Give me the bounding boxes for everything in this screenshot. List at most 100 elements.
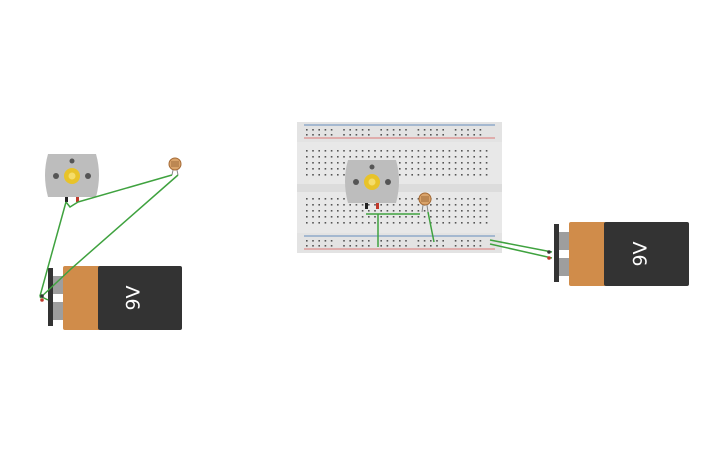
breadboard-hole	[399, 174, 401, 176]
motor-lead-red	[76, 197, 79, 202]
breadboard-hole	[423, 210, 426, 212]
breadboard-hole	[436, 245, 438, 247]
wire[interactable]	[489, 239, 553, 253]
breadboard-hole	[454, 216, 457, 218]
breadboard-hole	[399, 204, 401, 206]
breadboard-hole	[386, 156, 389, 158]
breadboard-hole	[355, 245, 358, 247]
breadboard-hole	[479, 162, 482, 164]
breadboard-hole	[318, 198, 320, 200]
breadboard-hole	[454, 174, 457, 176]
breadboard-hole	[448, 174, 451, 176]
breadboard-hole	[324, 129, 327, 131]
wire[interactable]	[427, 211, 435, 243]
wire[interactable]	[77, 174, 173, 203]
breadboard-hole	[318, 204, 320, 206]
battery-9v-right[interactable]: 9V	[554, 222, 689, 286]
breadboard-hole	[318, 210, 320, 212]
wire-end	[547, 256, 551, 260]
breadboard-hole	[461, 168, 463, 170]
breadboard-hole	[454, 198, 457, 200]
breadboard-hole	[454, 222, 457, 224]
breadboard-hole	[430, 240, 432, 242]
breadboard-hole	[306, 204, 308, 206]
right-wires[interactable]	[366, 211, 553, 259]
breadboard-hole	[312, 168, 314, 170]
breadboard-hole	[368, 216, 370, 218]
breadboard-hole	[306, 245, 308, 247]
breadboard-hole	[399, 240, 401, 242]
photoresistor-right[interactable]	[418, 192, 432, 213]
breadboard-hole	[411, 210, 413, 212]
breadboard-hole	[355, 240, 358, 242]
breadboard-hole	[417, 156, 420, 158]
dc-motor-left[interactable]	[45, 154, 99, 202]
wire[interactable]	[39, 201, 67, 301]
left-wires[interactable]	[39, 174, 179, 301]
breadboard-hole	[399, 156, 401, 158]
battery-9v-left[interactable]: 9V	[48, 266, 182, 330]
breadboard-hole	[442, 216, 444, 218]
breadboard-hole	[374, 210, 376, 212]
breadboard-hole	[467, 129, 469, 131]
breadboard-hole	[392, 150, 395, 152]
breadboard-hole	[349, 134, 351, 136]
breadboard-hole	[324, 150, 327, 152]
dc-motor-right[interactable]	[345, 160, 399, 209]
breadboard-hole	[436, 174, 438, 176]
breadboard-hole	[430, 168, 432, 170]
photoresistor-track	[421, 196, 429, 202]
breadboard-hole	[461, 222, 463, 224]
breadboard-hole	[392, 240, 395, 242]
breadboard-hole	[479, 240, 482, 242]
breadboard-hole	[330, 240, 333, 242]
battery-terminal-positive	[559, 232, 569, 250]
breadboard-hole	[324, 134, 327, 136]
breadboard-hole	[411, 156, 413, 158]
wire[interactable]	[39, 174, 179, 299]
breadboard-hole	[337, 204, 339, 206]
breadboard-hole	[461, 204, 463, 206]
battery-terminal-plate	[554, 224, 559, 282]
breadboard-hole	[318, 222, 320, 224]
breadboard[interactable]	[297, 122, 502, 253]
breadboard-hole	[312, 134, 314, 136]
breadboard-hole	[430, 129, 432, 131]
breadboard-hole	[467, 245, 469, 247]
breadboard-hole	[337, 174, 339, 176]
wire[interactable]	[489, 243, 553, 259]
breadboard-hole	[380, 129, 382, 131]
breadboard-hole	[355, 150, 358, 152]
breadboard-hole	[330, 162, 333, 164]
breadboard-hole	[430, 216, 432, 218]
breadboard-hole	[473, 240, 475, 242]
breadboard-hole	[330, 245, 333, 247]
breadboard-hole	[423, 129, 426, 131]
breadboard-hole	[343, 222, 345, 224]
photoresistor-left[interactable]	[168, 157, 182, 176]
breadboard-hole	[442, 156, 444, 158]
breadboard-hole	[386, 210, 389, 212]
breadboard-hole	[324, 245, 327, 247]
breadboard-hole	[430, 210, 432, 212]
breadboard-hole	[485, 174, 488, 176]
center-channel	[297, 184, 502, 192]
breadboard-hole	[467, 150, 469, 152]
wire[interactable]	[65, 201, 79, 208]
breadboard-hole	[467, 210, 469, 212]
breadboard-hole	[417, 198, 420, 200]
breadboard-hole	[417, 204, 420, 206]
breadboard-hole	[324, 168, 327, 170]
breadboard-hole	[417, 240, 420, 242]
breadboard-hole	[430, 174, 432, 176]
battery-terminal-negative	[559, 258, 569, 276]
breadboard-hole	[368, 150, 370, 152]
motor-mount-hole	[369, 164, 375, 170]
battery-band	[63, 266, 100, 330]
breadboard-hole	[355, 134, 358, 136]
breadboard-hole	[430, 156, 432, 158]
photoresistor-leg	[171, 169, 174, 176]
breadboard-hole	[461, 240, 463, 242]
breadboard-hole	[380, 150, 382, 152]
